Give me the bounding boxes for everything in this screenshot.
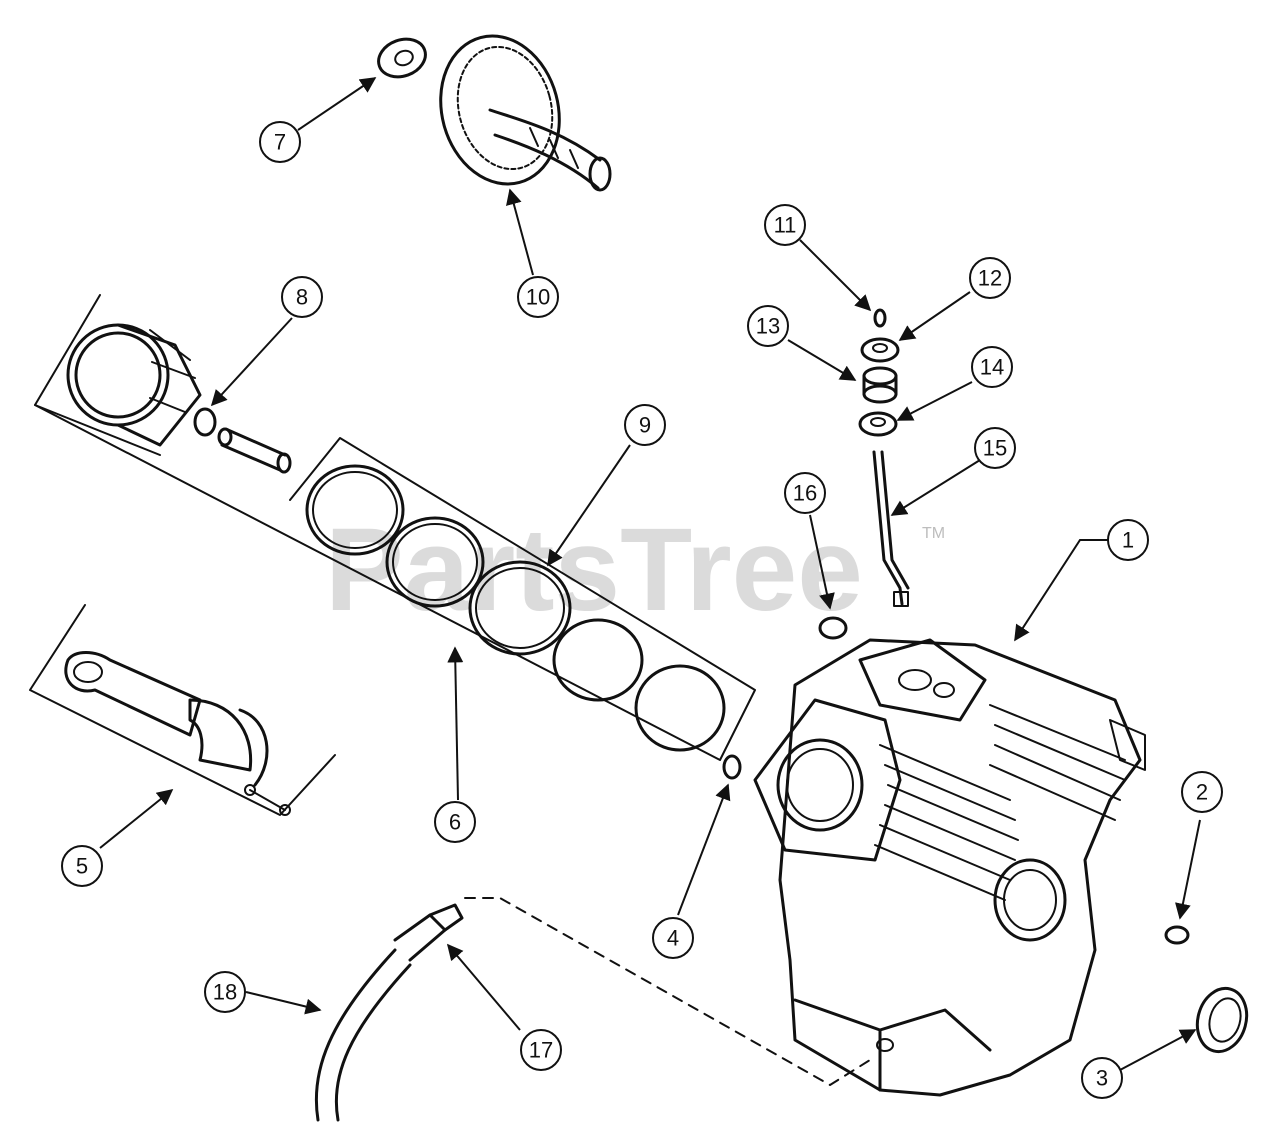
part-washer-12[interactable]	[860, 337, 900, 363]
callout-11[interactable]: 11	[764, 204, 806, 246]
callout-3[interactable]: 3	[1081, 1057, 1123, 1099]
callout-8[interactable]: 8	[281, 276, 323, 318]
callout-18[interactable]: 18	[204, 971, 246, 1013]
part-dowel-4[interactable]	[722, 754, 742, 780]
callout-label: 17	[529, 1038, 553, 1063]
callout-label: 8	[296, 285, 308, 310]
callout-label: 6	[449, 810, 461, 835]
callout-10[interactable]: 10	[517, 276, 559, 318]
part-engine-block-1[interactable]	[753, 638, 1146, 1097]
callout-label: 15	[983, 436, 1007, 461]
leader-lines	[99, 77, 1201, 1071]
callout-label: 5	[76, 854, 88, 879]
callout-label: 13	[756, 314, 780, 339]
part-rod-15[interactable]	[872, 450, 910, 607]
callout-label: 18	[213, 980, 237, 1005]
callout-9[interactable]: 9	[624, 404, 666, 446]
callout-7[interactable]: 7	[259, 121, 301, 163]
part-hose-18[interactable]	[314, 948, 412, 1122]
callout-label: 10	[526, 285, 550, 310]
callout-label: 16	[793, 481, 817, 506]
part-fitting-2[interactable]	[1164, 925, 1190, 945]
part-fitting-17[interactable]	[393, 903, 464, 962]
watermark-logo: PartsTree	[325, 504, 863, 636]
part-seal-3[interactable]	[1191, 983, 1254, 1057]
callout-label: 3	[1096, 1066, 1108, 1091]
part-connecting-rod-5[interactable]	[29, 604, 336, 816]
part-spacer-13[interactable]	[862, 366, 898, 404]
part-piston-group[interactable]	[34, 294, 202, 456]
part-pin-11[interactable]	[873, 308, 887, 328]
callout-1[interactable]: 1	[1107, 519, 1149, 561]
callout-2[interactable]: 2	[1181, 771, 1223, 813]
callout-17[interactable]: 17	[520, 1029, 562, 1071]
callout-5[interactable]: 5	[61, 845, 103, 887]
callout-15[interactable]: 15	[974, 427, 1016, 469]
callout-label: 9	[639, 413, 651, 438]
callout-label: 11	[774, 213, 797, 238]
callout-13[interactable]: 13	[747, 305, 789, 347]
callout-label: 7	[274, 130, 286, 155]
part-wrist-pin[interactable]	[217, 427, 292, 474]
callout-16[interactable]: 16	[784, 472, 826, 514]
part-camshaft-gear-10[interactable]	[425, 23, 612, 198]
dashed-connection-line	[464, 897, 871, 1086]
callout-label: 12	[978, 266, 1002, 291]
part-washer-7[interactable]	[373, 33, 430, 83]
part-plug-16[interactable]	[818, 616, 848, 640]
callout-4[interactable]: 4	[652, 917, 694, 959]
callout-12[interactable]: 12	[969, 257, 1011, 299]
callout-14[interactable]: 14	[971, 346, 1013, 388]
callout-label: 4	[667, 926, 679, 951]
callout-label: 1	[1122, 528, 1134, 553]
watermark-trademark: TM	[922, 525, 945, 542]
callout-6[interactable]: 6	[434, 801, 476, 843]
part-washer-14[interactable]	[858, 411, 898, 437]
callout-label: 14	[980, 355, 1004, 380]
callout-label: 2	[1196, 780, 1208, 805]
part-clip-ring-8[interactable]	[193, 407, 217, 437]
